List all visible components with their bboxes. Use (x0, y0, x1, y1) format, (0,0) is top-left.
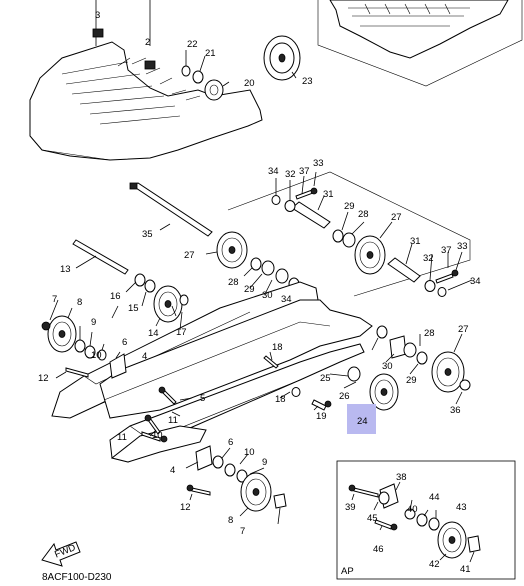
part-number-34: 34 (470, 276, 481, 287)
part-number-10: 10 (244, 447, 255, 458)
part-number-12: 12 (38, 373, 49, 384)
part-number-27: 27 (458, 324, 469, 335)
part-number-6: 6 (228, 437, 233, 448)
part-number-41: 41 (460, 564, 471, 575)
part-number-30: 30 (262, 290, 273, 301)
part-number-25: 25 (320, 373, 331, 384)
part-number-27: 27 (391, 212, 402, 223)
part-number-11: 11 (168, 415, 178, 426)
part-number-18: 18 (272, 342, 283, 353)
part-number-8: 8 (77, 297, 82, 308)
collars-right (329, 325, 428, 411)
part-number-7: 7 (240, 526, 245, 537)
part-number-2: 2 (145, 37, 150, 48)
part-number-28: 28 (228, 277, 239, 288)
wheel-8-upper (47, 307, 77, 353)
part-number-15: 15 (128, 303, 139, 314)
part-number-31: 31 (410, 236, 421, 247)
part-number-33: 33 (457, 241, 468, 252)
part-number-42: 42 (429, 559, 440, 570)
part-number-9: 9 (91, 317, 96, 328)
part-number-5: 5 (200, 393, 205, 404)
part-number-29: 29 (244, 284, 255, 295)
part-number-19: 19 (316, 411, 327, 422)
track-detail-box (317, 0, 523, 87)
part-number-32: 32 (423, 253, 434, 264)
part-number-11: 11 (117, 432, 127, 443)
part-number-44: 44 (429, 492, 440, 503)
part-number-12: 12 (180, 502, 191, 513)
part-number-31: 31 (323, 189, 334, 200)
part-number-24: 24 (357, 416, 368, 427)
part-number-40: 40 (407, 504, 418, 515)
part-number-13: 13 (60, 264, 71, 275)
part-number-32: 32 (285, 169, 296, 180)
part-number-6: 6 (122, 337, 127, 348)
track-assembly-top-left (29, 0, 263, 161)
wheel-27-lower-right (431, 333, 471, 405)
part-number-28: 28 (424, 328, 435, 339)
part-number-14: 14 (148, 328, 159, 339)
part-number-34: 34 (268, 166, 279, 177)
wheel-27-right (354, 221, 393, 275)
part-number-9: 9 (262, 457, 267, 468)
part-number-36: 36 (450, 405, 461, 416)
slide-rail-upper (51, 281, 373, 419)
part-number-45: 45 (367, 513, 378, 524)
wheel-27-upper (205, 231, 248, 269)
part-number-29: 29 (344, 201, 355, 212)
part-number-39: 39 (345, 502, 356, 513)
part-number-35: 35 (142, 229, 153, 240)
part-number-34: 34 (281, 294, 292, 305)
shaft-13 (72, 239, 129, 275)
part-number-30: 30 (382, 361, 393, 372)
part-number-7: 7 (52, 294, 57, 305)
inset-label: AP (341, 566, 354, 577)
part-number-37: 37 (441, 245, 452, 256)
part-number-46: 46 (373, 544, 384, 555)
part-number-28: 28 (358, 209, 369, 220)
part-number-20: 20 (244, 78, 255, 89)
inset-ap (336, 460, 516, 580)
middle-bolts (141, 351, 332, 443)
part-number-10: 10 (152, 430, 163, 441)
part-number-4: 4 (170, 465, 175, 476)
part-number-33: 33 (313, 158, 324, 169)
part-number-8: 8 (228, 515, 233, 526)
lower-wheel-assembly (185, 445, 287, 525)
collars-upper (243, 171, 473, 297)
shaft-35 (129, 182, 213, 237)
drawing-code: 8ACF100-D230 (42, 572, 112, 583)
highlight-box (347, 404, 376, 434)
idler-wheel-group-top (181, 35, 301, 101)
part-number-38: 38 (396, 472, 407, 483)
part-number-27: 27 (184, 250, 195, 261)
part-number-16: 16 (110, 291, 121, 302)
wheel-14 (153, 285, 183, 327)
part-number-10: 10 (91, 350, 102, 361)
part-number-22: 22 (187, 39, 198, 50)
part-number-37: 37 (299, 166, 310, 177)
part-number-17: 17 (176, 327, 187, 338)
part-number-23: 23 (302, 76, 313, 87)
part-number-4: 4 (142, 351, 147, 362)
axle-31-upper (291, 195, 421, 283)
part-number-29: 29 (406, 375, 417, 386)
part-number-21: 21 (205, 48, 216, 59)
part-number-26: 26 (339, 391, 350, 402)
small-parts-left (41, 273, 189, 379)
part-number-18: 18 (275, 394, 286, 405)
fwd-arrow-icon: FWD (41, 541, 81, 567)
part-number-43: 43 (456, 502, 467, 513)
slide-rail-lower (109, 343, 365, 463)
part-number-3: 3 (95, 10, 100, 21)
